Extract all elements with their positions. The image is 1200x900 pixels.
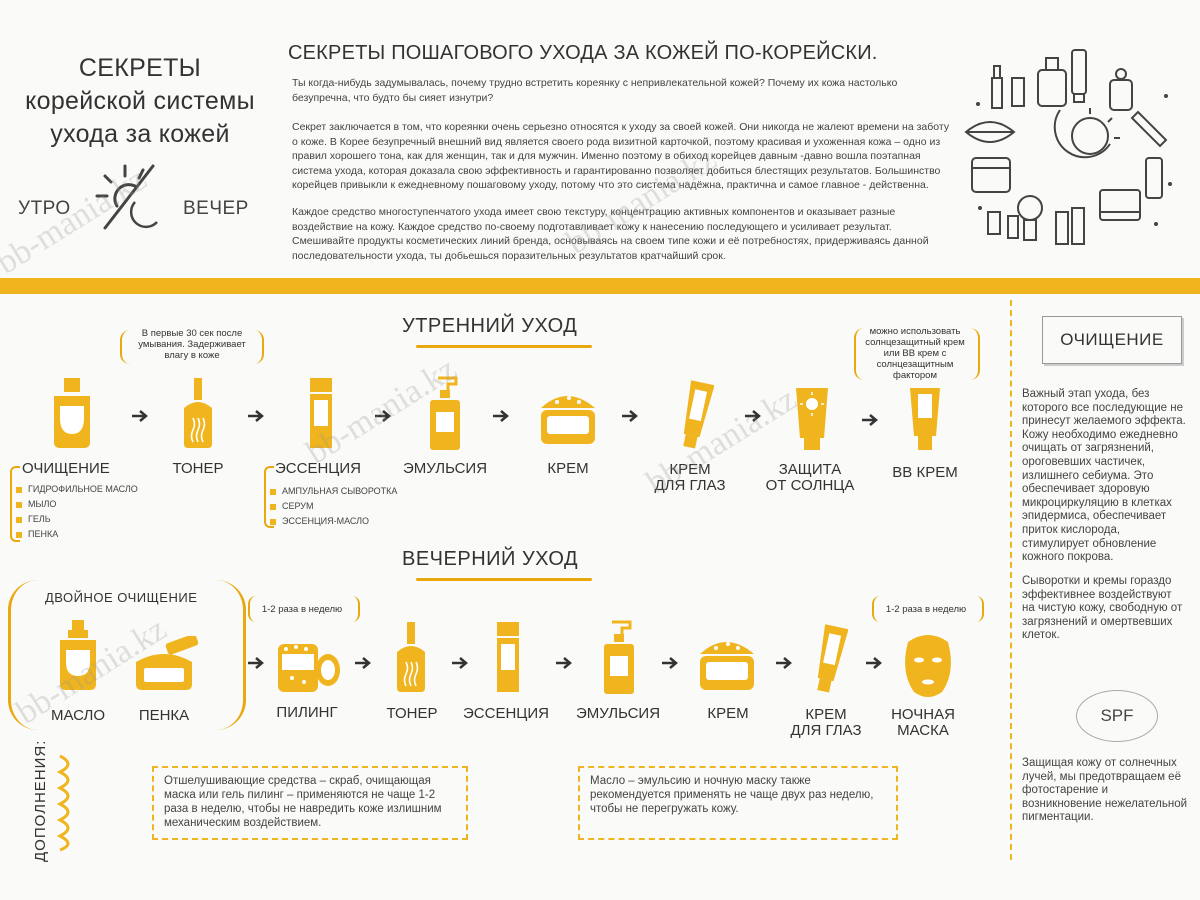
- sidebar-divider: [1010, 300, 1012, 860]
- morning-step-essence: ЭССЕНЦИЯ: [275, 460, 361, 477]
- arrow-icon: [355, 657, 371, 669]
- spf-badge: SPF: [1076, 690, 1158, 742]
- left-title-line2: корейской системы: [25, 87, 255, 115]
- eye-cream-tube-icon: [683, 380, 714, 449]
- morning-step-cream: КРЕМ: [547, 460, 589, 477]
- evening-step-peeling: ПИЛИНГ: [276, 704, 338, 721]
- toner-note-bracket: [120, 330, 264, 364]
- sunscreen-tube-icon: [796, 388, 828, 450]
- arrow-icon: [662, 657, 678, 669]
- morning-step-bb-cream: ВВ КРЕМ: [892, 464, 958, 481]
- cleansing-bottle-icon: [54, 378, 90, 448]
- morning-step-cleansing: ОЧИЩЕНИЕ: [22, 460, 110, 477]
- arrow-icon: [622, 410, 638, 422]
- additions-label: ДОПОЛНЕНИЯ:: [32, 739, 49, 862]
- morning-care-title: УТРЕННИЙ УХОД: [402, 315, 578, 337]
- peeling-note: 1-2 раза в неделю: [261, 604, 343, 615]
- sun-moon-icon: [95, 164, 158, 230]
- evening-step-night-mask: НОЧНАЯ МАСКА: [891, 706, 955, 739]
- evening-title-underline: [416, 578, 592, 581]
- evening-care-title: ВЕЧЕРНИЙ УХОД: [402, 548, 578, 570]
- sidebar-spf-text: Защищая кожу от солнечных лучей, мы пред…: [1022, 757, 1188, 824]
- intro-paragraph-2: Секрет заключается в том, что кореянки о…: [292, 121, 950, 192]
- bb-cream-tube-icon: [910, 388, 940, 450]
- peeling-note-bracket: [248, 596, 360, 622]
- sub-item: ГИДРОФИЛЬНОЕ МАСЛО: [16, 482, 138, 497]
- sidebar-title: ОЧИЩЕНИЕ: [1042, 316, 1182, 364]
- sidebar-serum-text: Сыворотки и кремы гораздо эффективнее во…: [1022, 575, 1183, 642]
- arrow-icon: [248, 410, 264, 422]
- bb-note: можно использовать солнцезащитный крем и…: [865, 326, 965, 381]
- arrow-icon: [556, 657, 572, 669]
- morning-step-emulsion: ЭМУЛЬСИЯ: [402, 460, 488, 477]
- sub-item: ЭССЕНЦИЯ-МАСЛО: [270, 514, 397, 529]
- toner-bottle-icon: [397, 622, 425, 692]
- cream-jar-icon: [700, 642, 754, 690]
- essence-sub-list: АМПУЛЬНАЯ СЫВОРОТКА СЕРУМ ЭССЕНЦИЯ-МАСЛО: [270, 484, 397, 529]
- cleansing-bracket: [10, 466, 20, 542]
- arrow-icon: [776, 657, 792, 669]
- mask-note: 1-2 раза в неделю: [885, 604, 967, 615]
- essence-bottle-icon: [310, 378, 332, 448]
- double-cleansing-label: ДВОЙНОЕ ОЧИЩЕНИЕ: [45, 590, 198, 605]
- sub-item: СЕРУМ: [270, 499, 397, 514]
- double-cleansing-bracket: [8, 580, 246, 730]
- evening-step-essence: ЭССЕНЦИЯ: [463, 705, 549, 722]
- evening-step-foam: ПЕНКА: [138, 707, 190, 724]
- oil-bottle-icon: [60, 620, 96, 690]
- sub-item: МЫЛО: [16, 497, 138, 512]
- arrow-icon: [375, 410, 391, 422]
- evening-step-toner: ТОНЕР: [386, 705, 438, 722]
- toner-bottle-icon: [184, 378, 212, 448]
- foam-jar-icon: [136, 636, 199, 690]
- morning-label: УТРО: [18, 198, 71, 219]
- evening-step-eye-cream: КРЕМ ДЛЯ ГЛАЗ: [790, 706, 862, 739]
- squiggle-decoration: [56, 754, 70, 852]
- left-title-line3: ухода за кожей: [50, 120, 230, 148]
- morning-step-toner: ТОНЕР: [172, 460, 224, 477]
- morning-step-sun-protection: ЗАЩИТА ОТ СОЛНЦА: [765, 461, 855, 494]
- evening-label: ВЕЧЕР: [183, 198, 249, 219]
- eye-cream-tube-icon: [817, 624, 848, 693]
- morning-step-eye-cream: КРЕМ ДЛЯ ГЛАЗ: [654, 461, 726, 494]
- arrow-icon: [452, 657, 468, 669]
- left-title-line1: СЕКРЕТЫ: [78, 54, 202, 82]
- evening-step-oil: МАСЛО: [50, 707, 106, 724]
- mask-note-bracket: [872, 596, 984, 622]
- sheet-mask-icon: [905, 635, 951, 697]
- additions-box-oil-mask: Масло – эмульсию и ночную маску также ре…: [578, 766, 898, 840]
- arrow-icon: [248, 657, 264, 669]
- arrow-icon: [866, 657, 882, 669]
- sidebar-cleansing-text: Важный этап ухода, без которого все посл…: [1022, 388, 1186, 564]
- evening-step-cream: КРЕМ: [707, 705, 749, 722]
- sub-item: ГЕЛЬ: [16, 512, 138, 527]
- evening-step-emulsion: ЭМУЛЬСИЯ: [575, 705, 661, 722]
- essence-bottle-icon: [497, 622, 519, 692]
- cleansing-sub-list: ГИДРОФИЛЬНОЕ МАСЛО МЫЛО ГЕЛЬ ПЕНКА: [16, 482, 138, 542]
- left-title: СЕКРЕТЫ корейской системы ухода за кожей: [0, 52, 280, 151]
- essence-bracket: [264, 466, 274, 528]
- peeling-jar-icon: [278, 644, 340, 692]
- main-title: СЕКРЕТЫ ПОШАГОВОГО УХОДА ЗА КОЖЕЙ ПО-КОР…: [288, 42, 878, 64]
- sub-item: АМПУЛЬНАЯ СЫВОРОТКА: [270, 484, 397, 499]
- additions-box-exfoliation: Отшелушивающие средства – скраб, очищающ…: [152, 766, 468, 840]
- arrow-icon: [493, 410, 509, 422]
- sub-item: ПЕНКА: [16, 527, 138, 542]
- section-divider-band: [0, 278, 1200, 294]
- arrow-icon: [132, 410, 148, 422]
- cream-jar-icon: [541, 396, 595, 444]
- intro-paragraph-3: Каждое средство многоступенчатого ухода …: [292, 206, 929, 262]
- intro-paragraph-1: Ты когда-нибудь задумывалась, почему тру…: [292, 77, 898, 104]
- cosmetics-circle-illustration: [964, 49, 1172, 245]
- emulsion-pump-icon: [604, 620, 634, 694]
- morning-title-underline: [416, 345, 592, 348]
- toner-note: В первые 30 сек после умывания. Задержив…: [138, 328, 246, 361]
- bb-note-bracket: [854, 328, 980, 380]
- arrow-icon: [745, 410, 761, 422]
- emulsion-pump-icon: [430, 376, 460, 450]
- arrow-icon: [862, 414, 878, 426]
